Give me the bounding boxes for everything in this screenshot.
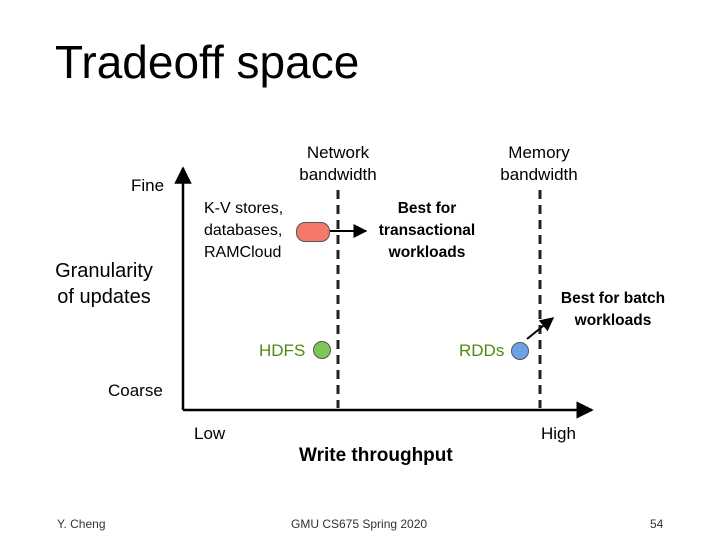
transactional-line1: Best for [397,200,457,217]
transactional-line2: transactional [378,222,476,239]
footer-author: Y. Cheng [57,517,106,531]
y-axis-label-line1: Granularity [55,260,153,282]
memory-bandwidth-line2: bandwidth [500,165,578,184]
y-axis-bottom-label: Coarse [108,381,163,400]
memory-bandwidth-label: Memory bandwidth [489,142,589,186]
kv-stores-label: K-V stores, databases, RAMCloud [204,198,283,264]
x-axis-label: Write throughput [299,445,453,466]
kv-label-line1: K-V stores, [204,200,284,217]
hdfs-marker [313,341,331,359]
network-bandwidth-line1: Network [306,143,370,162]
batch-line2: workloads [574,312,652,329]
footer-page-number: 54 [650,517,664,531]
transactional-annotation: Best for transactional workloads [367,198,487,264]
rdds-marker [511,342,529,360]
memory-bandwidth-line1: Memory [508,143,570,162]
rdds-label: RDDs [459,341,505,360]
y-axis-top-label: Fine [131,176,165,195]
transactional-line3: workloads [388,244,466,261]
network-bandwidth-label: Network bandwidth [288,142,388,186]
kv-label-line3: RAMCloud [204,244,282,261]
y-axis-label-line2: of updates [57,286,151,308]
kv-label-line2: databases, [204,222,283,239]
batch-arrow [526,317,555,340]
batch-line1: Best for batch [560,290,666,307]
slide-title: Tradeoff space [55,36,360,88]
x-axis-right-label: High [541,424,576,443]
hdfs-label: HDFS [259,341,306,360]
y-axis-label: Granularity of updates [44,258,164,310]
batch-annotation: Best for batch workloads [549,288,677,332]
kv-stores-marker [296,222,330,242]
footer-course: GMU CS675 Spring 2020 [291,517,428,531]
x-axis-left-label: Low [194,424,226,443]
network-bandwidth-line2: bandwidth [299,165,377,184]
